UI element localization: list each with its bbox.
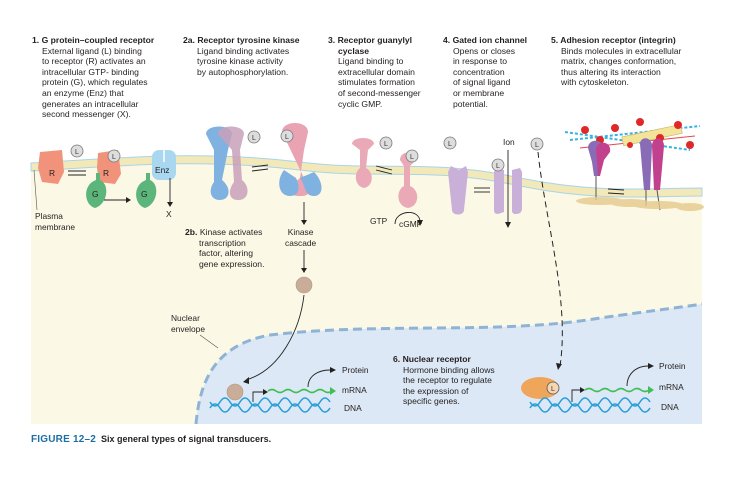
equilibrium-arrows-5 [607,188,625,195]
guanylyl-cyclase-inactive [352,138,374,188]
promoter-arrow-left [252,391,265,402]
ligand-icon [530,137,544,151]
ion-label: Ion [503,137,515,147]
equilibrium-arrows-4 [474,187,490,193]
dna-helix-left [209,403,331,413]
protein-label-left: Protein [342,365,369,375]
figure-caption: FIGURE 12–2 Six general types of signal t… [31,434,271,445]
kinase-cascade-label: Kinase cascade [285,227,317,248]
g-protein-active-label: G [141,189,148,199]
ligand-bound-icon [280,129,294,143]
g-protein-inactive [86,173,107,208]
protein-arrow-left [307,369,331,388]
ion-channel-closed [448,166,468,215]
dna-helix-right [529,403,651,413]
nuclear-envelope [194,302,703,425]
extracellular-matrix [564,118,701,151]
cytoskeleton-actin [576,197,704,211]
svg-text:L: L [75,149,79,156]
mrna-right [584,387,650,393]
nuclear-envelope-pointer [199,334,219,349]
svg-text:L: L [285,134,289,141]
receptor-r-bound-label: R [103,168,110,178]
section-6-nuclear-receptor: 6. Nuclear receptor Hormone binding allo… [393,354,495,407]
transcription-factor-bound [226,383,244,401]
ligand-bound-icon [491,158,505,172]
transcription-factor [295,276,313,294]
integrin-inactive [588,140,611,200]
gtp-to-cgmp-arrow [394,212,421,225]
ligand-bound-icon [405,149,419,163]
enzyme-label: Enz [155,165,170,175]
ligand-icon [247,130,261,144]
svg-text:L: L [551,386,555,393]
receptor-r-label: R [49,168,56,178]
equilibrium-arrows-3 [375,165,393,175]
ligand-icon [70,144,84,158]
hormone-diffusion-path [537,151,563,367]
receptor-r-unbound [38,150,64,184]
gtp-label: GTP [370,216,388,226]
promoter-arrow-right [571,389,582,402]
rtk-monomers [206,126,248,200]
figure-number: FIGURE 12–2 [31,434,97,445]
svg-text:L: L [410,154,414,161]
mrna-label-left: mRNA [342,385,367,395]
svg-text:L: L [448,141,452,148]
guanylyl-cyclase-active [398,152,418,208]
section-1-gpcr: 1. G protein–coupled receptor External l… [32,35,155,120]
ligand-bound-icon [107,149,121,163]
section-2a-rtk: 2a. Receptor tyrosine kinase Ligand bind… [183,35,300,77]
second-messenger-label: X [166,209,172,219]
protein-label-right: Protein [659,361,686,371]
dna-label-left: DNA [344,403,362,413]
svg-text:L: L [252,135,256,142]
svg-text:L: L [535,142,539,149]
tf-translocation-arrow [245,294,305,381]
section-2b-kinase: 2b. Kinase activates transcription facto… [185,227,265,269]
integrin-active [640,138,664,211]
mrna-left [267,388,333,394]
g-protein-label: G [92,189,99,199]
section-4-ion-channel: 4. Gated ion channel Opens or closes in … [443,35,528,109]
ligand-icon [443,136,457,150]
equilibrium-arrows-2 [251,164,269,172]
nucleus-region [196,304,702,424]
dna-label-right: DNA [661,402,679,412]
svg-text:L: L [112,154,116,161]
ligand-bound-icon [546,381,560,395]
nuclear-receptor [521,377,559,399]
svg-text:L: L [496,163,500,170]
protein-arrow-right [626,365,649,387]
plasma-membrane [30,155,703,198]
section-5-integrin: 5. Adhesion receptor (integrin) Binds mo… [551,35,682,88]
ligand-icon [379,136,393,150]
cgmp-label: cGMP [399,219,423,229]
plasma-membrane-pointer [33,169,38,211]
mrna-label-right: mRNA [659,382,684,392]
nuclear-envelope-label: Nuclear envelope [171,313,205,334]
g-protein-active [136,173,157,208]
equilibrium-arrows-1 [68,170,86,176]
enzyme-enz [152,150,176,180]
figure-caption-text: Six general types of signal transducers. [101,434,272,444]
ion-channel-open [494,168,522,214]
section-3-guanylyl-cyclase: 3. Receptor guanylyl cyclase Ligand bind… [328,35,421,109]
svg-text:L: L [384,141,388,148]
plasma-membrane-label: Plasma membrane [35,211,76,232]
